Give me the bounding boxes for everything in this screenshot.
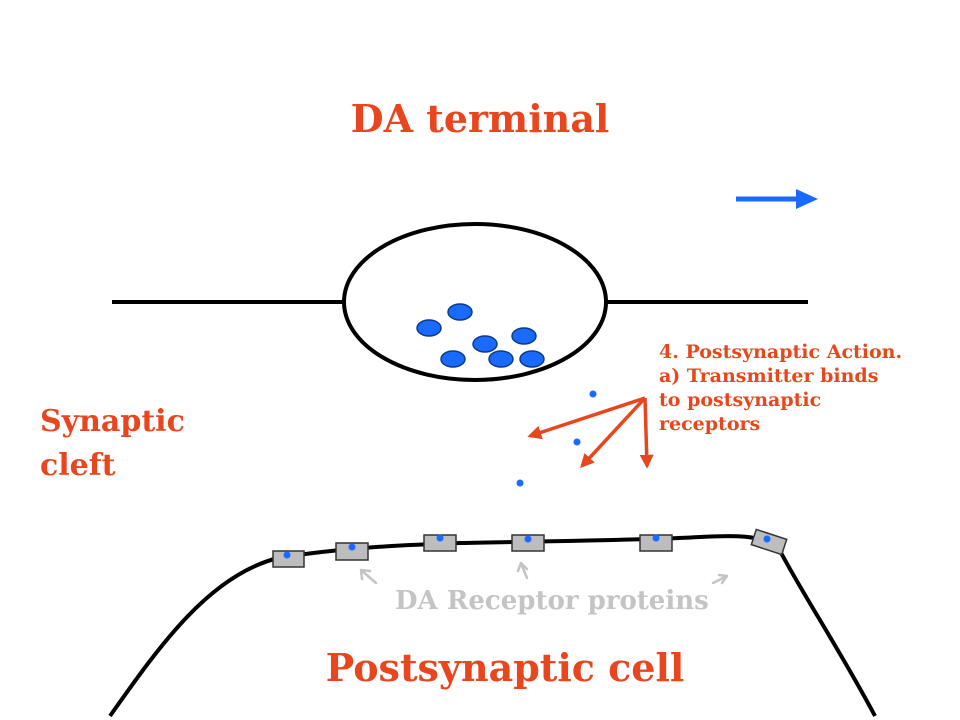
- receptor-protein: [511, 534, 545, 552]
- step-line: receptors: [659, 413, 761, 435]
- cleft-line-2: cleft: [40, 448, 116, 483]
- receptor-label: DA Receptor proteins: [395, 586, 709, 616]
- dopamine-molecule: [589, 390, 597, 398]
- binding-arrow: [639, 397, 654, 469]
- receptors: [272, 528, 788, 568]
- receptor-pointers: [359, 561, 729, 585]
- bound-dopamine: [283, 551, 291, 559]
- cleft-line-1: Synaptic: [40, 404, 185, 439]
- vesicle: [511, 327, 537, 345]
- terminal-title: DA terminal: [350, 96, 610, 141]
- bound-dopamine: [524, 535, 532, 543]
- step-line: to postsynaptic: [659, 389, 822, 411]
- vesicle: [488, 350, 514, 368]
- receptor-protein: [750, 528, 788, 556]
- vesicle: [472, 335, 498, 353]
- vesicle: [440, 350, 466, 368]
- bound-transmitters: [283, 534, 771, 559]
- terminal-bouton: [342, 222, 608, 382]
- dopamine-molecule: [573, 438, 581, 446]
- bound-dopamine: [652, 534, 660, 542]
- binding-arrow: [580, 396, 647, 469]
- vesicle: [447, 303, 473, 321]
- postsynaptic-label: Postsynaptic cell: [325, 645, 685, 690]
- step-description: 4. Postsynaptic Action. a) Transmitter b…: [659, 340, 959, 436]
- bound-dopamine: [763, 535, 771, 543]
- transmitter-molecules: [516, 390, 597, 487]
- right-arrow-icon: [736, 189, 818, 209]
- synaptic-cleft-label: Synaptic cleft: [40, 400, 240, 488]
- binding-arrow: [527, 396, 646, 440]
- pointer-arrow: [711, 573, 729, 585]
- vesicles: [416, 303, 545, 368]
- postsynaptic-membrane: [108, 534, 877, 718]
- bound-dopamine: [436, 534, 444, 542]
- dopamine-molecule: [516, 479, 524, 487]
- vesicle: [416, 319, 442, 337]
- pointer-arrow: [359, 568, 378, 585]
- bound-dopamine: [348, 543, 356, 551]
- receptor-protein: [335, 542, 369, 561]
- arrow-icon: [527, 396, 654, 469]
- step-line: 4. Postsynaptic Action.: [659, 341, 903, 363]
- vesicle: [519, 350, 545, 368]
- pointer-arrow: [516, 561, 529, 580]
- receptor-protein: [272, 550, 305, 568]
- step-line: a) Transmitter binds: [659, 365, 879, 387]
